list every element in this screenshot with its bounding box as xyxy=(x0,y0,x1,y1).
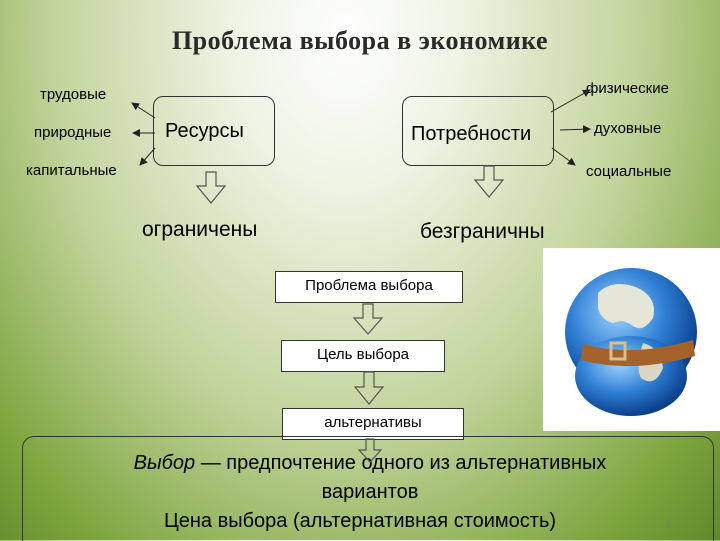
down-arrow-flow-1 xyxy=(352,303,384,335)
need-type-physical: физические xyxy=(586,80,669,97)
down-arrow-needs xyxy=(473,165,505,198)
down-arrow-flow-2 xyxy=(353,371,385,405)
globe-image xyxy=(543,248,720,431)
arrow-resources-capital xyxy=(139,147,156,166)
arrow-needs-social xyxy=(551,147,576,166)
arrow-needs-spiritual xyxy=(559,125,591,134)
needs-box xyxy=(402,96,554,166)
globe-with-belt-icon xyxy=(565,268,697,416)
down-arrow-flow-3 xyxy=(357,438,383,463)
resource-type-capital: капитальные xyxy=(26,162,117,179)
price-of-choice-line: Цена выбора (альтернативная стоимость) xyxy=(163,510,557,532)
arrow-resources-labor xyxy=(131,102,156,119)
definition-text1: — предпочтение одного из альтернативных xyxy=(195,452,607,474)
definition-line1: Выбор — предпочтение одного из альтернат… xyxy=(30,449,710,477)
resources-box xyxy=(153,96,275,166)
resources-label: Ресурсы xyxy=(165,120,244,142)
needs-label: Потребности xyxy=(411,123,532,145)
flow-box-choice-problem: Проблема выбора xyxy=(275,271,463,303)
resources-property: ограничены xyxy=(142,218,258,241)
resource-type-natural: природные xyxy=(34,124,112,141)
definition-line2: вариантов xyxy=(321,481,419,503)
definition-term: Выбор xyxy=(133,452,196,474)
flow-box-choice-goal: Цель выбора xyxy=(281,340,445,372)
needs-property: безграничны xyxy=(420,220,545,243)
resource-type-labor: трудовые xyxy=(40,86,107,103)
need-type-social: социальные xyxy=(586,163,672,180)
page-number: 6 xyxy=(666,520,672,531)
down-arrow-resources xyxy=(195,171,227,204)
arrow-needs-physical xyxy=(550,89,591,113)
need-type-spiritual: духовные xyxy=(594,120,662,137)
page-title: Проблема выбора в экономике xyxy=(171,26,549,55)
definition-box xyxy=(22,436,714,541)
